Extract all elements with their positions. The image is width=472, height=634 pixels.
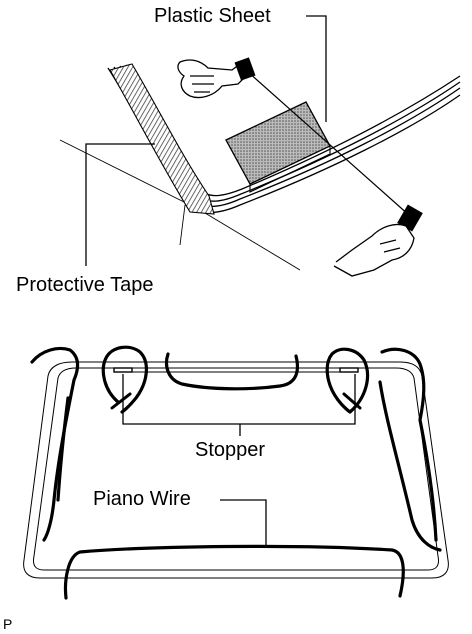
lower-hand-illustration	[333, 204, 423, 277]
stopper-leader	[122, 374, 356, 425]
wire-left-hook	[56, 396, 70, 502]
stopper-right	[339, 367, 359, 373]
wire-right-corner	[380, 347, 438, 542]
wire-left-corner	[30, 346, 80, 542]
stopper-crossings	[110, 392, 362, 410]
upper-handle	[234, 57, 256, 81]
upper-hand-illustration	[177, 57, 256, 99]
guide-line-down	[179, 204, 186, 246]
protective-tape-leader	[85, 143, 155, 266]
piano-wire-label: Piano Wire	[93, 488, 191, 510]
stopper-bars	[113, 367, 359, 373]
piano-wire-leader	[220, 499, 267, 548]
plastic-sheet-shape	[225, 101, 331, 185]
stopper-label: Stopper	[195, 439, 266, 461]
figure-code-label: P	[3, 616, 13, 632]
wire-right-lower	[378, 380, 442, 552]
plastic-sheet-leader	[306, 15, 327, 122]
protective-tape-band	[109, 63, 215, 215]
wire-top-line	[247, 71, 411, 217]
guide-line-left	[59, 139, 201, 211]
plastic-sheet-label: Plastic Sheet	[154, 5, 271, 27]
protective-tape-label: Protective Tape	[16, 274, 154, 296]
wire-right-loop	[325, 347, 370, 414]
windshield-outline-outer	[23, 361, 449, 579]
guide-line-right	[199, 209, 301, 271]
wire-bottom	[63, 544, 405, 600]
wire-top-middle	[164, 352, 300, 391]
wire-left-loop	[101, 345, 148, 414]
stopper-left	[113, 367, 133, 373]
windshield-outline-inner	[33, 367, 439, 571]
bottom-illustration	[23, 345, 449, 600]
top-illustration	[59, 15, 461, 277]
piano-wire-loops	[30, 345, 442, 600]
